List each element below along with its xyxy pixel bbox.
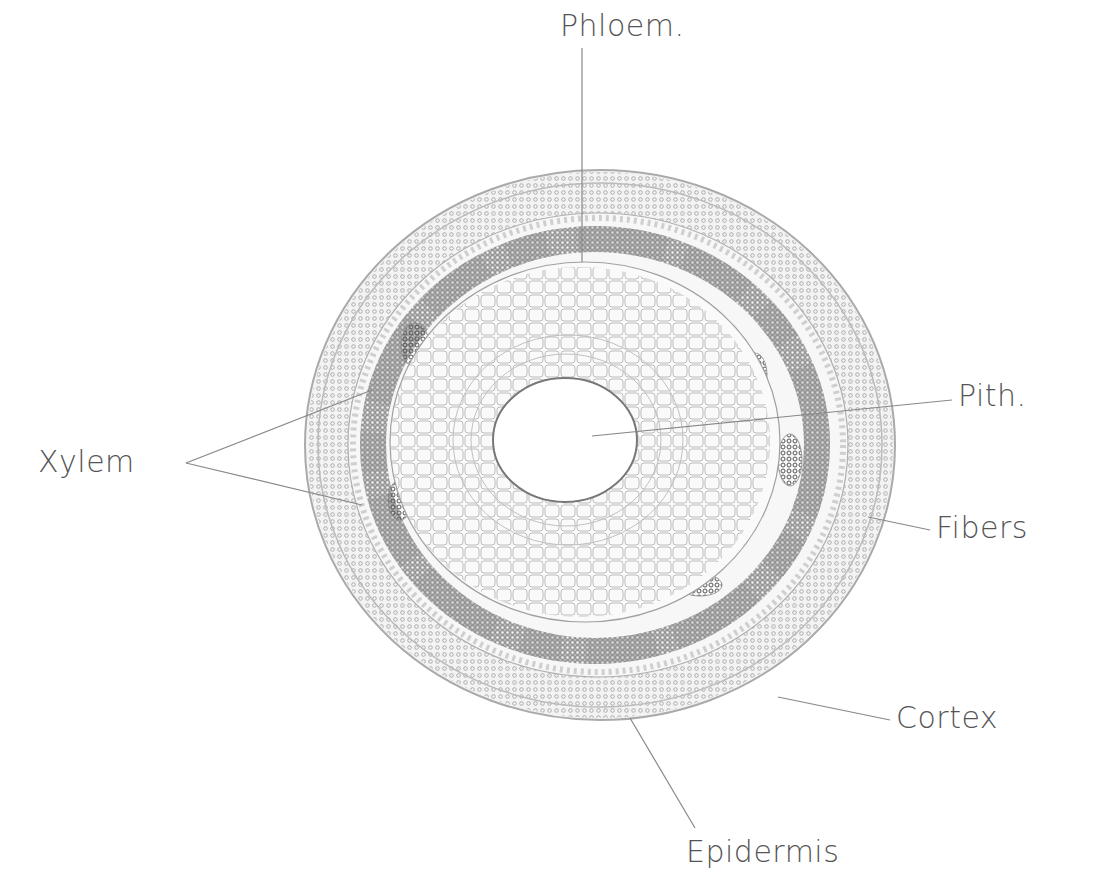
part-label: Phloem. xyxy=(560,8,685,43)
label-slot: Fibers xyxy=(936,510,1028,545)
label-slot: Pith. xyxy=(958,378,1027,413)
label-slot: Phloem. xyxy=(560,8,685,43)
part-label: Pith. xyxy=(958,378,1027,413)
part-label: Epidermis xyxy=(686,834,839,869)
part-label: Cortex xyxy=(896,700,998,735)
label-slot: Cortex xyxy=(896,700,998,735)
label-slot: Epidermis xyxy=(686,834,839,869)
part-label: Xylem xyxy=(38,444,135,479)
part-label: Fibers xyxy=(936,510,1028,545)
label-slot: Xylem xyxy=(38,444,135,479)
